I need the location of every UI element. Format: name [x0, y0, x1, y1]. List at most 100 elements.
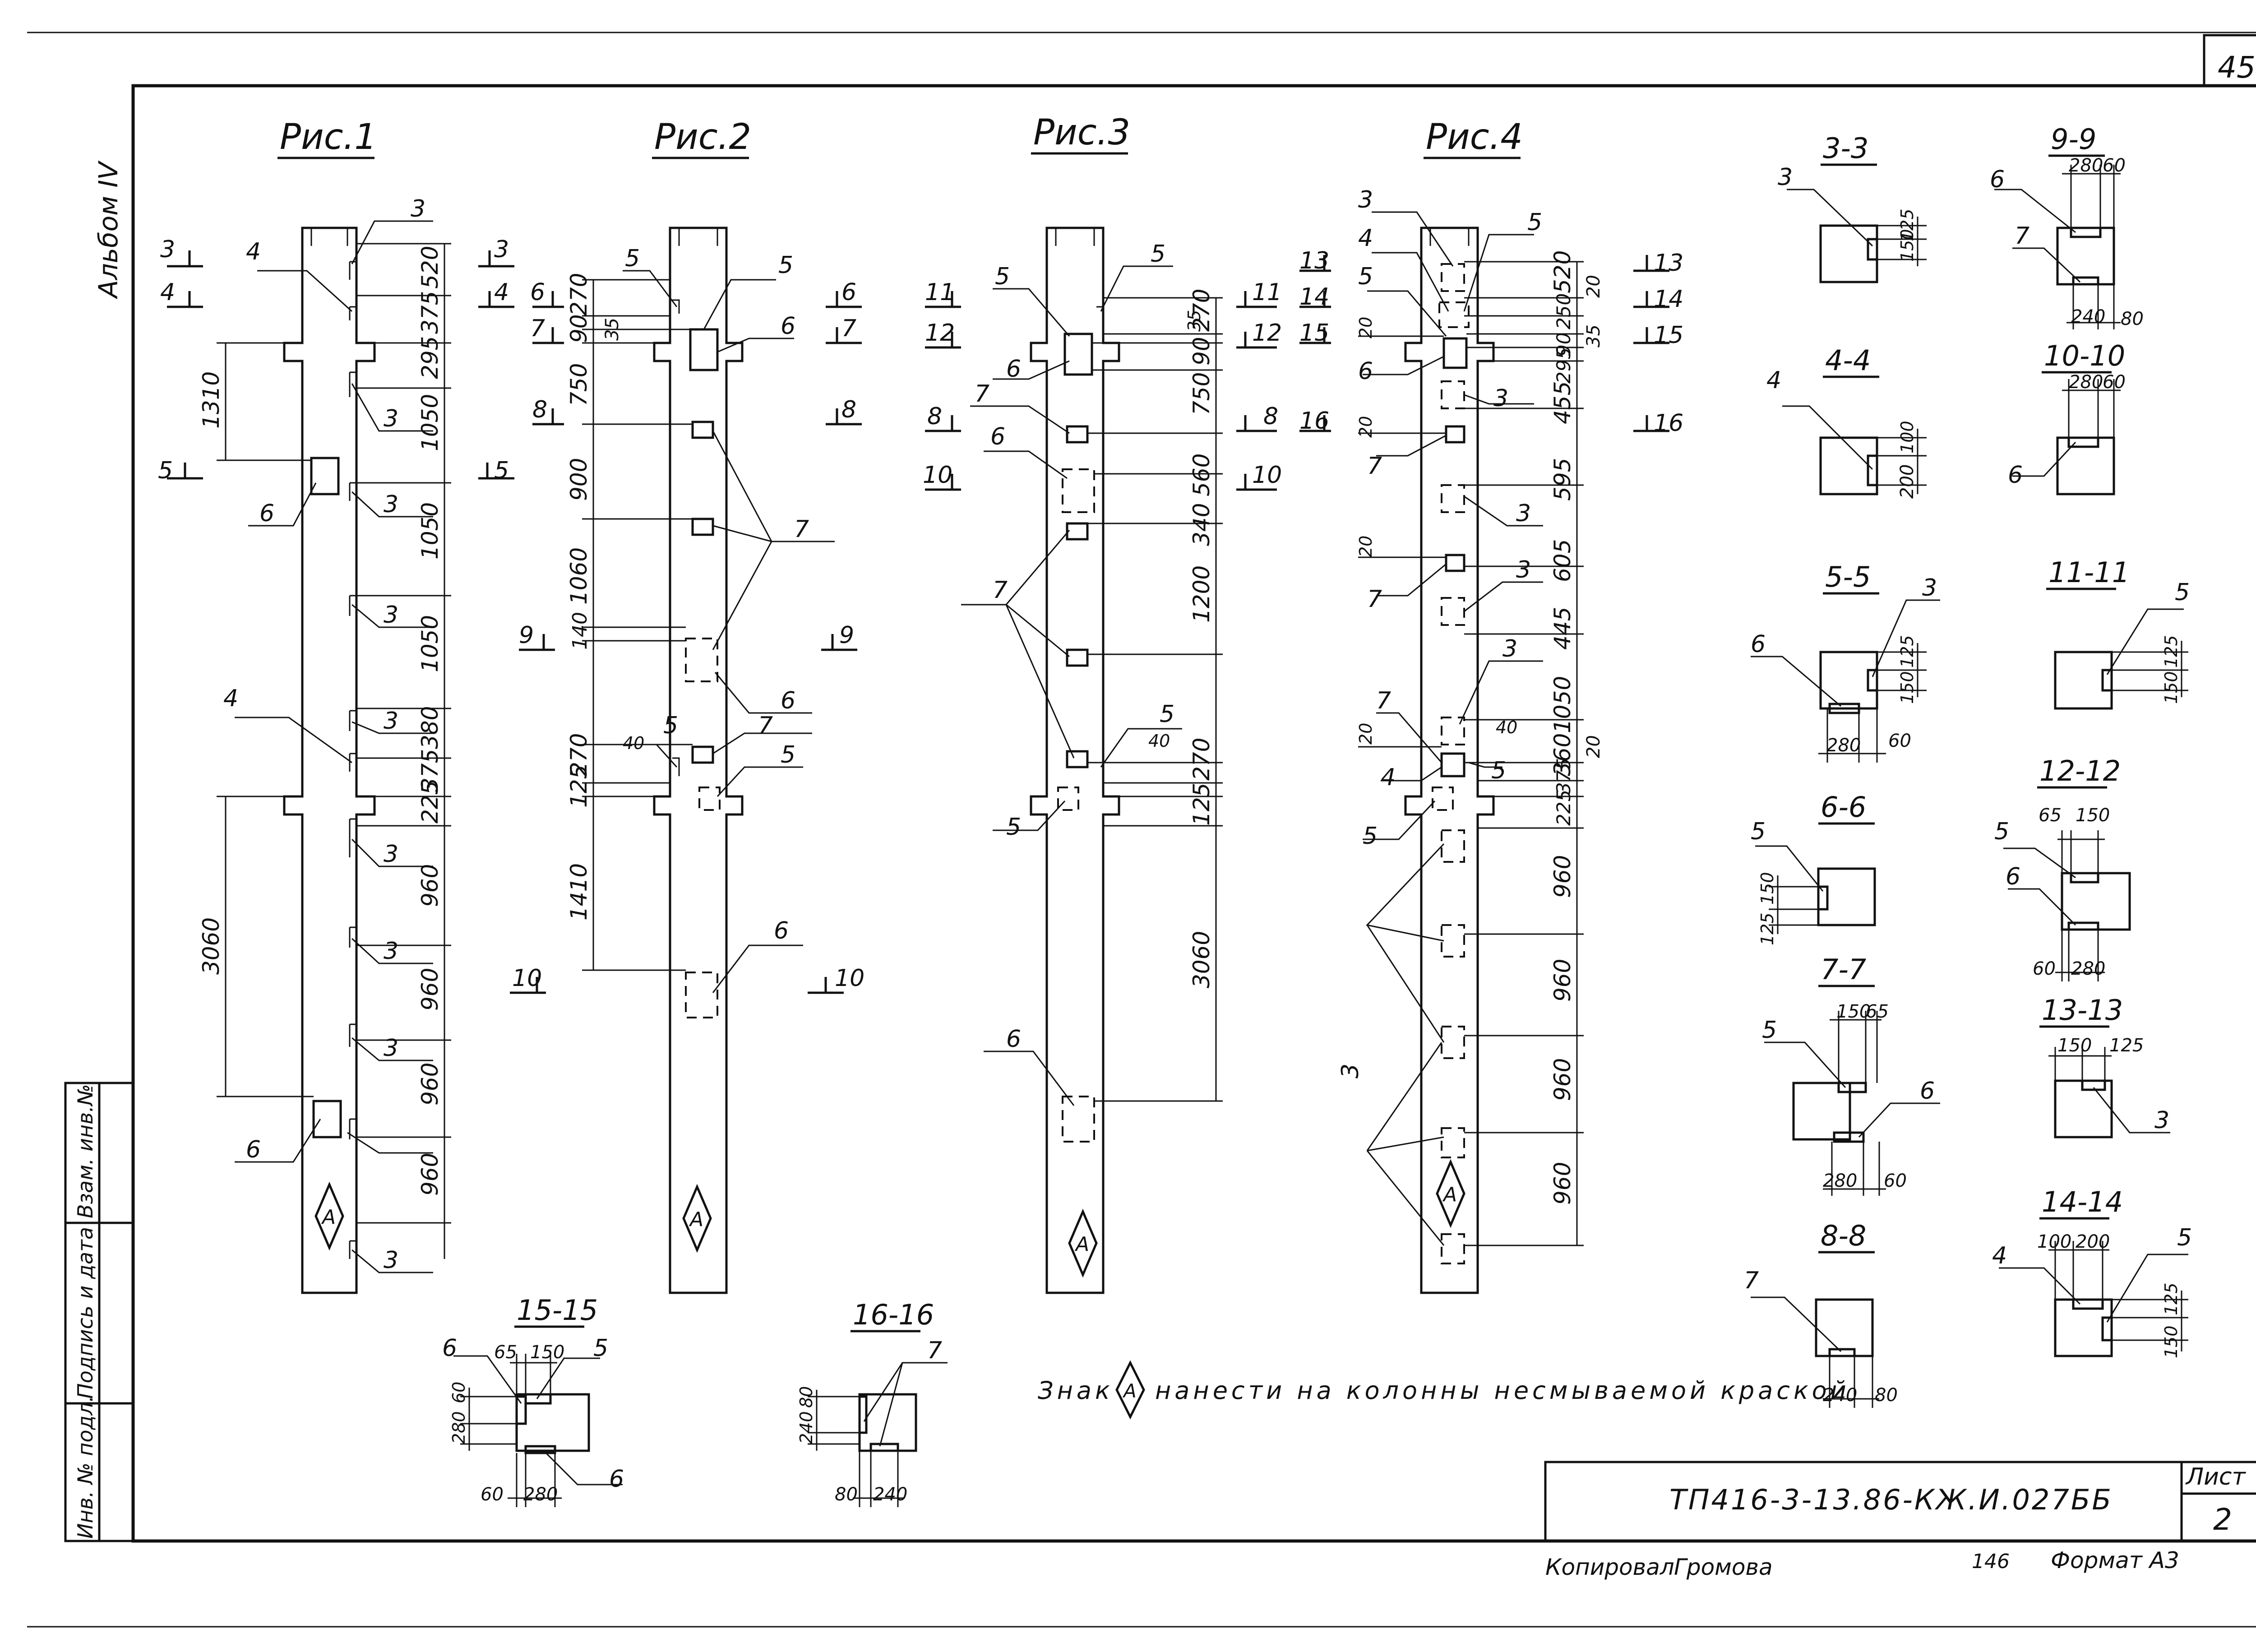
fig4-callout: 7 [1376, 687, 1391, 714]
fig4-callout: 5 [1491, 757, 1506, 784]
section-dim: 240 [2071, 306, 2105, 327]
section-title: 8-8 [1821, 1219, 1866, 1252]
section-callout: 4 [1766, 367, 1781, 394]
section-dim: 60 [449, 1382, 469, 1403]
title-block: ТП416-3-13.86-КЖ.И.027ББ Лист 2 [1544, 1461, 2256, 1542]
fig1-cut: 3 [160, 236, 175, 263]
note-text: нанести на колонны несмываемой краской [1155, 1376, 1850, 1405]
section-callout: 5 [2175, 579, 2190, 606]
section-callout: 6 [2006, 863, 2020, 890]
fig2-dim: 1060 [566, 547, 592, 605]
fig4-callout: 7 [1367, 586, 1382, 613]
section-dim: 60 [1888, 731, 1911, 751]
fig2-title: Рис.2 [654, 117, 751, 157]
fig1-callout: 3 [384, 491, 398, 518]
section-title: 16-16 [853, 1298, 934, 1331]
section-14-14: 14-14 100 200 125 150 4 5 [1992, 1185, 2192, 1358]
fig4-dim: 360 [1549, 733, 1576, 776]
section-7-7: 7-7 150 65 280 60 5 6 [1762, 953, 1940, 1196]
section-dim: 80 [1875, 1385, 1898, 1406]
fig1-dim: 960 [417, 864, 443, 907]
fig4-dim: 1050 [1549, 676, 1576, 733]
section-dim: 150 [1836, 1001, 1871, 1022]
fig2-cut: 10 [835, 965, 864, 992]
fig1-cut: 3 [494, 236, 509, 263]
section-callout: 6 [1990, 166, 2005, 193]
fig1-left-dim: 3060 [198, 917, 224, 975]
section-dim: 60 [2033, 958, 2056, 979]
section-dim: 60 [481, 1484, 504, 1505]
section-12-12: 12-12 65 150 60 280 5 6 [1994, 754, 2131, 981]
fig4-callout: 3 [1358, 186, 1373, 213]
fig4-callout: 3 [1516, 500, 1531, 527]
footer: Копировал Громова 146 Формат А3 [1545, 1547, 2179, 1580]
fig4-cut: 15 [1299, 319, 1329, 347]
fig3-callout: 5 [1160, 701, 1174, 728]
section-callout: 5 [1762, 1017, 1777, 1044]
fig3-dim: 125 [1188, 783, 1215, 826]
fig2-dim: 35 [602, 318, 623, 341]
section-title: 9-9 [2051, 123, 2096, 156]
section-callout: 5 [1994, 818, 2009, 845]
section-title: 3-3 [1823, 132, 1868, 165]
fig4-callout: 4 [1358, 225, 1373, 252]
section-dim: 240 [796, 1411, 816, 1444]
fig4-cut: 13 [1654, 250, 1683, 277]
section-9-9: 9-9 280 60 240 80 6 7 [1990, 123, 2144, 329]
fig4-cut: 13 [1299, 247, 1329, 274]
fig4-dim: 960 [1549, 1162, 1576, 1205]
fig1-mark: A [321, 1206, 336, 1229]
fig4-dim: 605 [1549, 539, 1576, 582]
section-dim: 125 [2161, 635, 2181, 668]
fig1-dim: 1050 [417, 615, 443, 672]
fig1-callout: 4 [223, 685, 238, 712]
section-dim: 150 [1897, 229, 1917, 262]
fig2-cut: 6 [530, 279, 545, 306]
fig4-dim: 20 [1356, 317, 1376, 338]
fig1-dim: 520 [417, 246, 443, 289]
fig4-dim: 595 [1549, 458, 1576, 501]
fig3-dim: 340 [1188, 503, 1215, 546]
section-callout: 5 [2177, 1224, 2192, 1251]
section-dim: 65 [1866, 1001, 1889, 1022]
fig4-callout: 3 [1493, 385, 1508, 412]
fig1-callout: 6 [259, 500, 274, 527]
section-8-8: 8-8 240 80 7 [1744, 1219, 1898, 1408]
section-title: 10-10 [2044, 339, 2125, 372]
fig4-dim: 520 [1549, 250, 1576, 293]
fig4-column: A 520 20 250 90 35 295 455 595 605 445 1… [1299, 186, 1683, 1294]
fig3-callout: 6 [990, 423, 1005, 450]
fig3-dim: 1200 [1188, 565, 1215, 623]
section-11-11: 11-11 125 150 5 [2046, 556, 2190, 710]
fig4-dim: 40 [1496, 717, 1517, 737]
fig2-dim: 140 [569, 612, 592, 650]
fig3-dim: 90 [1188, 337, 1215, 366]
section-callout: 3 [2154, 1107, 2169, 1134]
fig3-cut: 10 [1252, 462, 1282, 489]
section-callout: 6 [1751, 631, 1766, 658]
fig1-dim: 960 [417, 1063, 443, 1106]
section-callout: 6 [609, 1466, 624, 1493]
fig1-callout: 3 [384, 602, 398, 629]
fig2-dim: 125 [566, 765, 592, 808]
fig1-left-dim: 1310 [198, 371, 224, 429]
fig2-callout: 6 [781, 313, 795, 340]
fig2-cut: 8 [532, 396, 547, 423]
fig4-mark: A [1442, 1183, 1457, 1206]
fig1-callout: 3 [384, 841, 398, 868]
section-dim: 125 [2109, 1035, 2144, 1056]
side-stamp-replace: Взам. инв.№ [73, 1084, 97, 1218]
fig2-cut: 9 [519, 622, 534, 649]
section-callout: 6 [2008, 462, 2023, 489]
fig1-dim: 225 [417, 781, 443, 824]
fig4-dim: 375 [1553, 758, 1575, 794]
copied-label: Копировал [1545, 1554, 1674, 1580]
fig3-dim: 270 [1188, 289, 1215, 332]
fig4-dim: 90 [1553, 333, 1575, 356]
section-dim: 125 [1897, 208, 1917, 241]
section-dim: 125 [1757, 912, 1777, 945]
note-mark: A [1122, 1380, 1137, 1402]
fig1-dim: 375 [417, 749, 443, 792]
fig2-dim: 90 [566, 314, 592, 343]
fig1-cut: 4 [160, 279, 175, 306]
